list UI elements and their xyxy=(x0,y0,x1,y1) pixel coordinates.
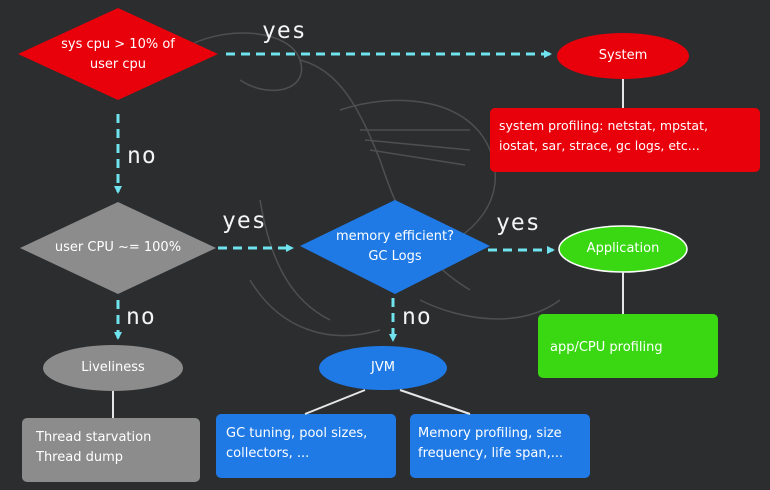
yes-label-application: yes xyxy=(496,210,541,236)
memory-profiling-detail-box xyxy=(410,414,590,478)
liveliness-ellipse xyxy=(43,345,183,391)
system-detail-box xyxy=(490,108,760,172)
liveliness-detail-box xyxy=(22,418,200,482)
no-label-jvm: no xyxy=(402,304,432,330)
user-cpu-decision-shape xyxy=(20,202,216,294)
no-label-user-cpu: no xyxy=(127,143,157,169)
no-label-liveliness: no xyxy=(126,304,156,330)
gc-tuning-detail-box xyxy=(216,414,396,478)
connector-jvm-gc-tuning xyxy=(304,389,366,415)
connector-jvm-memory-profiling xyxy=(399,389,471,415)
application-detail-box xyxy=(538,314,718,378)
memory-decision-shape xyxy=(300,200,490,294)
system-ellipse xyxy=(557,33,689,79)
yes-label-system: yes xyxy=(262,18,307,44)
jvm-ellipse xyxy=(319,346,447,390)
sys-cpu-decision-shape xyxy=(18,8,218,100)
application-ellipse xyxy=(558,225,688,273)
yes-label-memory: yes xyxy=(222,208,267,234)
